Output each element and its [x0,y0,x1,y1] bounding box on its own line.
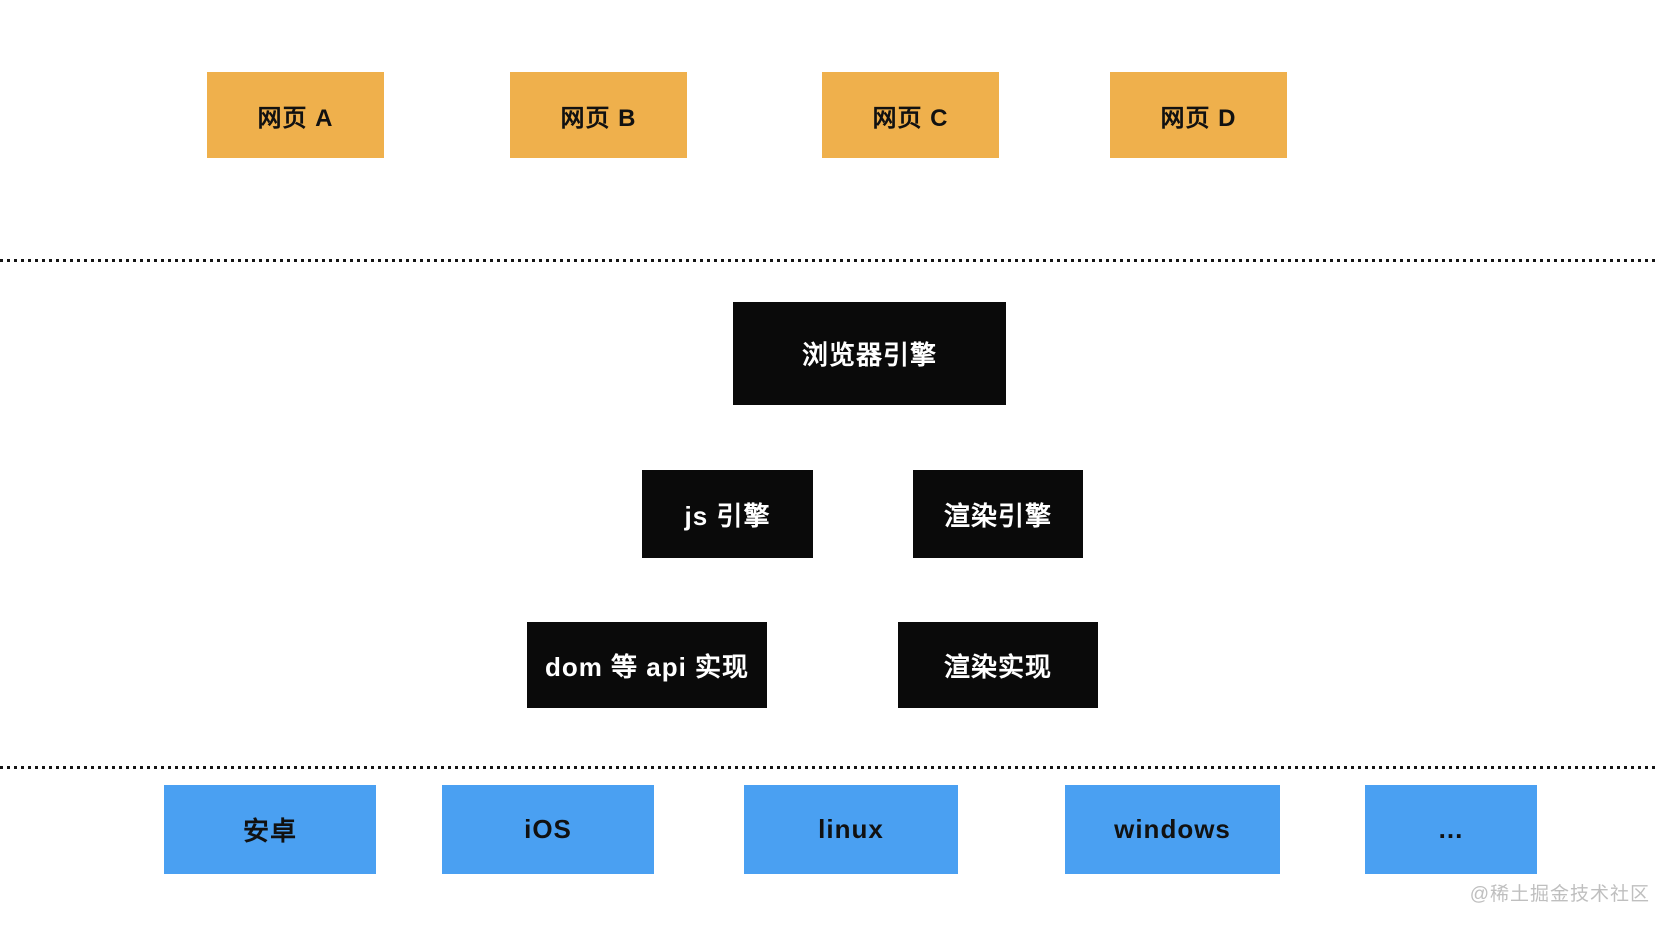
webpage-b-box: 网页 B [510,72,687,158]
render-impl-box: 渲染实现 [898,622,1098,708]
webpage-a-box: 网页 A [207,72,384,158]
render-engine-box: 渲染引擎 [913,470,1083,558]
platform-windows-box: windows [1065,785,1280,874]
platform-linux-box: linux [744,785,958,874]
platform-ellipsis-box: ... [1365,785,1537,874]
js-engine-box: js 引擎 [642,470,813,558]
webpage-d-box: 网页 D [1110,72,1287,158]
divider-top [0,259,1656,262]
divider-bottom [0,766,1656,769]
browser-engine-box: 浏览器引擎 [733,302,1006,405]
platform-android-box: 安卓 [164,785,376,874]
watermark: @稀土掘金技术社区 [1469,884,1650,905]
webpage-c-box: 网页 C [822,72,999,158]
dom-api-impl-box: dom 等 api 实现 [527,622,767,708]
platform-ios-box: iOS [442,785,654,874]
